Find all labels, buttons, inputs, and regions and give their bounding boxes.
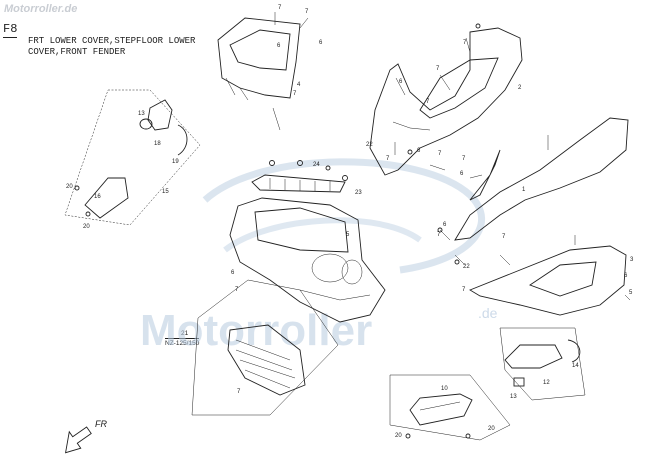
part-front-inner-cover xyxy=(217,17,301,101)
callout: 6 xyxy=(460,171,464,177)
callout: 20 xyxy=(66,184,73,190)
part-front-fender xyxy=(229,197,386,323)
leader-lines xyxy=(272,12,631,301)
callout: 7 xyxy=(235,287,239,293)
callout: 12 xyxy=(543,380,550,386)
callout: 3 xyxy=(630,257,634,263)
part-stepfloor-side xyxy=(454,117,629,241)
panel-outlines xyxy=(64,89,586,441)
callout: 6 xyxy=(231,270,235,276)
callout: 13 xyxy=(510,394,517,400)
callout: 7 xyxy=(462,287,466,293)
callout: 6 xyxy=(417,148,421,154)
figure-caption: FRT LOWER COVER,STEPFLOOR LOWER COVER,FR… xyxy=(28,36,238,58)
caption-line-1: FRT LOWER COVER,STEPFLOOR LOWER xyxy=(28,36,196,46)
callout: 7 xyxy=(463,40,467,46)
note-model: NZ-125/150 xyxy=(165,338,200,347)
callout: 7 xyxy=(437,232,441,238)
callout: 7 xyxy=(293,91,297,97)
callout: 2 xyxy=(518,85,522,91)
callout: 6 xyxy=(399,79,403,85)
callout: 6 xyxy=(277,43,281,49)
callout: 7 xyxy=(436,66,440,72)
callout: 16 xyxy=(94,194,101,200)
figure-id: F8 xyxy=(3,22,18,38)
callout: 6 xyxy=(624,273,628,279)
callout: 20 xyxy=(83,224,90,230)
callout: 6 xyxy=(443,222,447,228)
part-left-lamp xyxy=(84,99,188,219)
callout: 15 xyxy=(162,189,169,195)
fasteners xyxy=(74,23,481,439)
watermark-top: Motorroller.de xyxy=(4,3,78,15)
callout: 7 xyxy=(237,389,241,395)
part-grille xyxy=(251,174,346,193)
callout: 4 xyxy=(297,82,301,88)
callouts: 7 7 6 6 4 7 2 7 6 7 7 22 6 7 7 6 7 1 13 … xyxy=(66,5,634,439)
callout: 23 xyxy=(355,190,362,196)
note-21: 21 xyxy=(181,330,189,337)
callout: 7 xyxy=(305,9,309,15)
callout: 20 xyxy=(395,433,402,439)
direction-arrow: FR xyxy=(65,419,107,454)
callout: 6 xyxy=(319,40,323,46)
callout: 10 xyxy=(441,386,448,392)
callout: 24 xyxy=(313,162,320,168)
caption-line-2: COVER,FRONT FENDER xyxy=(28,47,126,57)
part-reflector xyxy=(409,393,473,426)
callout: 7 xyxy=(426,99,430,105)
part-right-lamp xyxy=(504,339,581,387)
callout: 5 xyxy=(629,290,633,296)
callout: 22 xyxy=(463,264,470,270)
callout: 5 xyxy=(346,232,350,238)
callout: 7 xyxy=(462,156,466,162)
part-lower-cover-right xyxy=(468,245,627,316)
direction-label: FR xyxy=(95,419,107,429)
callout: 7 xyxy=(278,5,282,11)
part-front-lower-cover xyxy=(369,27,523,176)
callout: 7 xyxy=(438,151,442,157)
callout: 22 xyxy=(366,142,373,148)
part-side-grille xyxy=(227,324,306,396)
callout: 7 xyxy=(386,156,390,162)
callout: 14 xyxy=(572,363,579,369)
callout: 18 xyxy=(154,141,161,147)
callout: 19 xyxy=(172,159,179,165)
callout: 1 xyxy=(522,187,526,193)
watermark-graphic: Motorroller .de xyxy=(140,158,498,355)
callout: 13 xyxy=(138,111,145,117)
watermark-big: Motorroller xyxy=(140,306,372,355)
callout: 7 xyxy=(502,234,506,240)
watermark-suffix: .de xyxy=(478,305,498,321)
callout: 20 xyxy=(488,426,495,432)
